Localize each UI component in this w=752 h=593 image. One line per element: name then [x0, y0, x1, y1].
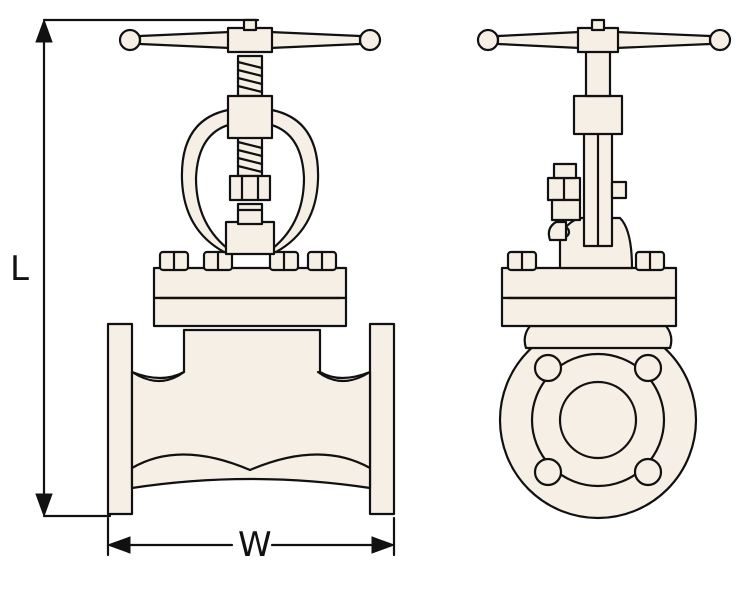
side-round-flange: [498, 320, 698, 520]
dimension-label-l: L: [10, 249, 29, 289]
side-neck: [523, 324, 673, 350]
side-gland: [546, 162, 628, 222]
dimension-label-w: W: [238, 525, 272, 565]
side-yoke: [547, 94, 634, 270]
side-view: [476, 18, 732, 520]
front-view: [106, 18, 396, 516]
front-valve-body: [106, 322, 396, 516]
front-handwheel: [118, 18, 382, 54]
front-gland-nut: [228, 174, 272, 226]
dimension-l: [35, 18, 260, 518]
front-yoke: [180, 108, 320, 256]
front-stem: [226, 54, 274, 178]
front-bolts: [158, 250, 338, 272]
side-stem: [584, 48, 612, 98]
front-bonnet-flange: [152, 266, 348, 328]
side-bolts: [506, 250, 666, 272]
dimension-w: [106, 516, 396, 557]
side-bonnet-flange: [500, 266, 678, 328]
side-handwheel: [476, 18, 732, 54]
